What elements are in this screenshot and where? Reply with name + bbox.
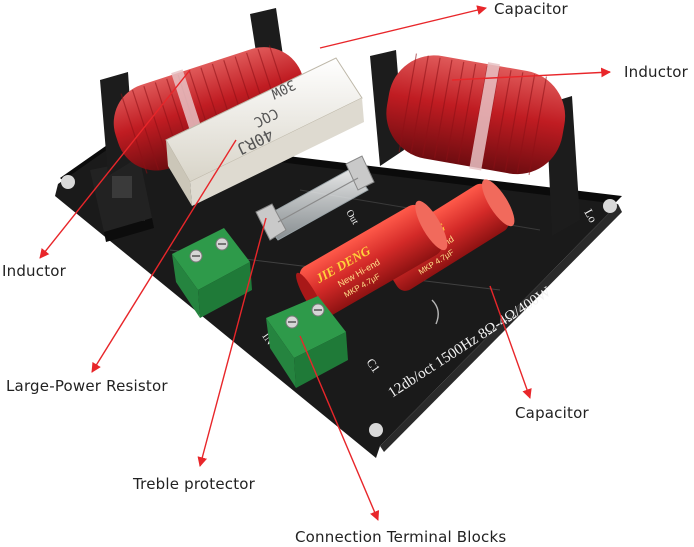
mount-hole bbox=[369, 423, 383, 437]
treble-protector-fuse bbox=[255, 155, 375, 241]
board-lo-label: Lo bbox=[581, 207, 600, 226]
callout-inductor-left: Inductor bbox=[2, 262, 67, 280]
arrow-treble-protector bbox=[197, 217, 267, 467]
arrow-inductor-left bbox=[39, 69, 191, 259]
right-inductor bbox=[370, 50, 580, 236]
capacitor-front: JIE DENG New Hi-end MKP 4.7μF bbox=[296, 200, 448, 325]
board-c1-label: C1 bbox=[364, 356, 384, 376]
arrow-resistor bbox=[91, 139, 237, 373]
callout-arrows bbox=[39, 5, 611, 521]
callout-capacitor-bottom: Capacitor bbox=[515, 404, 589, 422]
callout-inductor-right: Inductor bbox=[624, 63, 689, 81]
terminal-block-left bbox=[172, 228, 252, 318]
terminal-block-front bbox=[266, 296, 348, 388]
arrow-terminal-blocks bbox=[299, 335, 380, 521]
arrow-inductor-right bbox=[451, 67, 611, 81]
callout-resistor: Large-Power Resistor bbox=[6, 377, 168, 395]
callout-treble-protector: Treble protector bbox=[133, 475, 256, 493]
callout-terminal-blocks: Connection Terminal Blocks bbox=[295, 528, 507, 546]
left-input-connector bbox=[90, 160, 154, 242]
arrow-capacitor-bottom bbox=[489, 285, 532, 399]
callout-capacitor-top: Capacitor bbox=[494, 0, 568, 18]
mount-hole bbox=[603, 199, 617, 213]
mount-hole bbox=[61, 175, 75, 189]
arrow-capacitor-top bbox=[319, 5, 487, 49]
power-resistor: 30W CQC 40RJ bbox=[165, 57, 364, 206]
